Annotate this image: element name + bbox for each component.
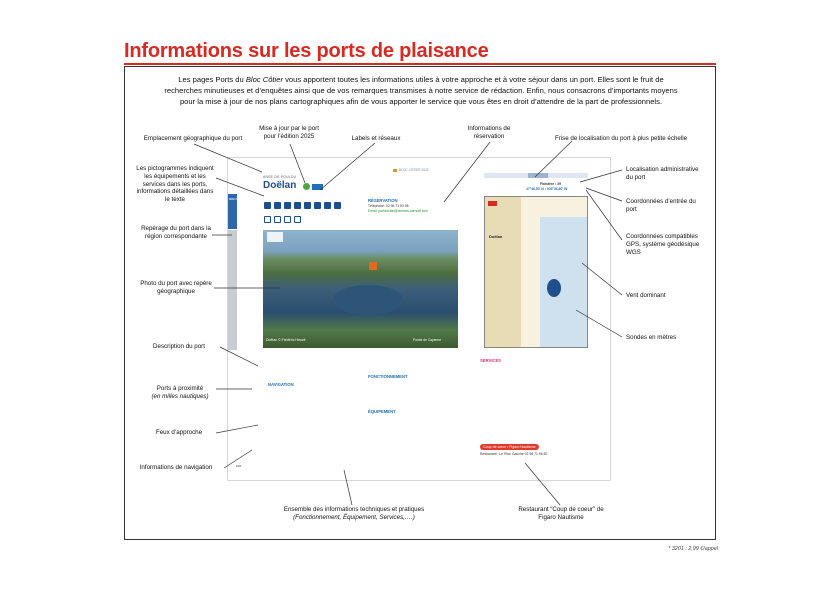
intro-line2: recherches minutieuses et d’enquêtes ain…: [164, 86, 678, 96]
navigation-title: NAVIGATION: [268, 382, 294, 387]
picto-icon-4: [294, 202, 301, 209]
label-labels-reseaux: Labels et réseaux: [351, 135, 401, 142]
label-coord-gps: Coordonnées compatibles GPS, système géo…: [626, 233, 700, 256]
label-coord-entree: Coordonnées d’entrée du port: [626, 198, 696, 213]
wind-rose-icon: [547, 279, 561, 297]
reservation-title: RÉSERVATION: [368, 198, 398, 203]
label-vent: Vent dominant: [626, 292, 666, 299]
picto-icon-2: [274, 202, 281, 209]
label-ensemble-sub: (Fonctionnement, Équipement, Services,….…: [293, 513, 415, 521]
label-photo: Photo du port avec repère géographique: [140, 280, 212, 295]
intro-line1-a: Les pages Ports du: [178, 75, 246, 84]
picto-icon-12: [294, 216, 301, 223]
label-navigation: Informations de navigation: [139, 464, 213, 471]
label-feux: Feux d’approche: [155, 429, 203, 436]
network-label-icon: [312, 184, 323, 190]
coup-de-coeur-badge: Coup de cœur • Figaro Nautisme: [480, 444, 539, 450]
label-restaurant: Restaurant “Coup de coeur” de Figaro Nau…: [518, 506, 604, 521]
label-emplacement: Emplacement géographique du port: [143, 135, 243, 142]
label-ensemble-main: Ensemble des informations techniques et …: [283, 506, 425, 513]
sample-header: BLOC CÔTIER 2025: [399, 168, 429, 172]
photo-caption: Doëlan © Frédéric Heuzé: [266, 338, 306, 342]
label-ports-proximite: Ports à proximité (en milles nautiques): [144, 385, 216, 401]
side-tab-region: [228, 194, 237, 229]
picto-icon-6: [314, 202, 321, 209]
picto-icon-8: [334, 202, 341, 209]
update-badge-icon: [303, 183, 310, 190]
reservation-tel: Téléphone: 02 98 71 53 98: [368, 204, 409, 208]
label-pictogrammes: Les pictogrammes indiquent les équipemen…: [136, 165, 214, 204]
entry-coordinates: 47°46,50' N • 003°36,60' W: [526, 187, 568, 191]
sample-port-name: Doëlan: [263, 180, 297, 191]
side-tab-sub: [228, 230, 237, 350]
admin-location: Finistère • 29: [540, 182, 561, 186]
label-reperage: Repérage du port dans la région correspo…: [141, 225, 211, 240]
port-chart: Doëlan: [484, 196, 588, 348]
restaurant-line: Restaurant : Le Rive Gauche 02 98 71 56 …: [480, 452, 548, 456]
photo-place: Pointe de Cayenne: [413, 338, 442, 342]
picto-icon-7: [324, 202, 331, 209]
picto-icon-9: [264, 216, 271, 223]
sample-header-marker: [393, 169, 397, 172]
chart-badge: [488, 201, 497, 206]
fonctionnement-title: FONCTIONNEMENT: [368, 374, 408, 379]
port-photo: Doëlan © Frédéric Heuzé Pointe de Cayenn…: [263, 230, 458, 348]
photo-marker-icon: [369, 262, 377, 270]
equipement-title: ÉQUIPEMENT: [368, 409, 396, 414]
locator-frieze-highlight: [528, 173, 548, 178]
label-ports-proximite-sub: (en milles nautiques): [151, 392, 209, 400]
label-localisation: Localisation administrative du port: [626, 166, 699, 181]
intro-line3: pour la mise à jour de nos plans cartogr…: [179, 97, 663, 107]
intro-text: Les pages Ports du Bloc Côtier vous appo…: [140, 74, 702, 108]
chart-place: Doëlan: [489, 234, 503, 239]
label-sondes: Sondes en mètres: [626, 334, 677, 341]
picto-icon-5: [304, 202, 311, 209]
label-ensemble: Ensemble des informations techniques et …: [262, 506, 446, 522]
photo-water: [333, 285, 403, 315]
page-number: 106: [236, 464, 242, 468]
intro-line1-b: vous apportent toutes les informations u…: [282, 75, 664, 84]
chart-land: [485, 197, 521, 347]
region-map-icon: [267, 232, 283, 242]
title-rule: [124, 63, 716, 65]
services-title: SERVICES: [480, 358, 502, 363]
label-reservation: Informations de réservation: [467, 125, 511, 140]
content-frame: [124, 66, 716, 540]
label-ports-proximite-main: Ports à proximité: [156, 385, 204, 392]
sample-region: ANSE DE POULDU: [263, 175, 297, 179]
picto-icon-10: [274, 216, 281, 223]
reservation-email: Email: portdoelan@clohars-carnoet.bzh: [368, 209, 428, 213]
footnote: * 3201 : 2,99 €/appel: [668, 546, 718, 552]
page-title: Informations sur les ports de plaisance: [124, 40, 489, 62]
picto-icon-1: [264, 202, 271, 209]
picto-icon-3: [284, 202, 291, 209]
intro-line1-em: Bloc Côtier: [245, 75, 283, 84]
label-description: Description du port: [153, 343, 205, 350]
side-tab-label: BRETAGNE: [229, 198, 243, 201]
label-mise-a-jour: Mise à jour par le port pour l’édition 2…: [259, 125, 319, 140]
picto-icon-11: [284, 216, 291, 223]
sample-port-page: BRETAGNE SAINT-NAZAIRE BLOC CÔTIER 2025 …: [228, 158, 610, 480]
label-frise: Frise de localisation du port à plus pet…: [554, 135, 688, 142]
